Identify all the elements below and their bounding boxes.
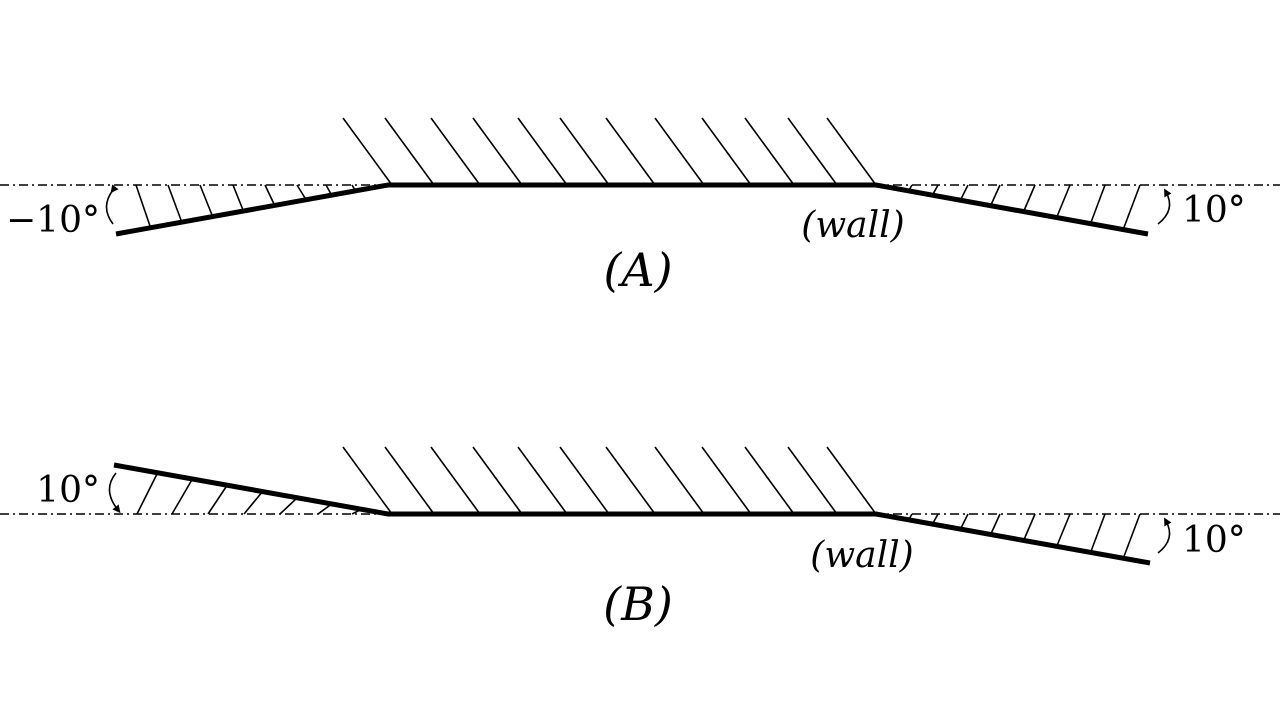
diagram-label-a: (A) xyxy=(603,243,672,297)
wall-label-b: (wall) xyxy=(810,535,913,576)
right-angle-arc-a xyxy=(1157,188,1172,225)
right-hatch-b xyxy=(907,513,1141,560)
left-hatch-a xyxy=(135,184,356,227)
central-hatch-a xyxy=(342,117,877,186)
diagram-b: 10° 10° (wall) (B) xyxy=(0,446,1280,631)
left-hatch-b xyxy=(136,471,363,515)
wall-label-a: (wall) xyxy=(801,205,904,246)
left-angle-label-b: 10° xyxy=(36,470,100,511)
diagram-a: −10° 10° (wall) (A) xyxy=(0,117,1280,297)
right-angle-arc-b xyxy=(1157,517,1172,554)
wall-profile-b xyxy=(113,462,1151,566)
central-hatch-b xyxy=(342,446,877,515)
diagram-label-b: (B) xyxy=(603,577,673,631)
right-hatch-a xyxy=(907,184,1141,231)
wall-profile-a xyxy=(115,182,1149,237)
left-angle-label-a: −10° xyxy=(6,200,100,241)
left-angle-arc-b xyxy=(108,472,121,514)
right-angle-label-b: 10° xyxy=(1182,520,1246,561)
left-angle-arc-a xyxy=(105,184,119,225)
right-angle-label-a: 10° xyxy=(1182,190,1246,231)
